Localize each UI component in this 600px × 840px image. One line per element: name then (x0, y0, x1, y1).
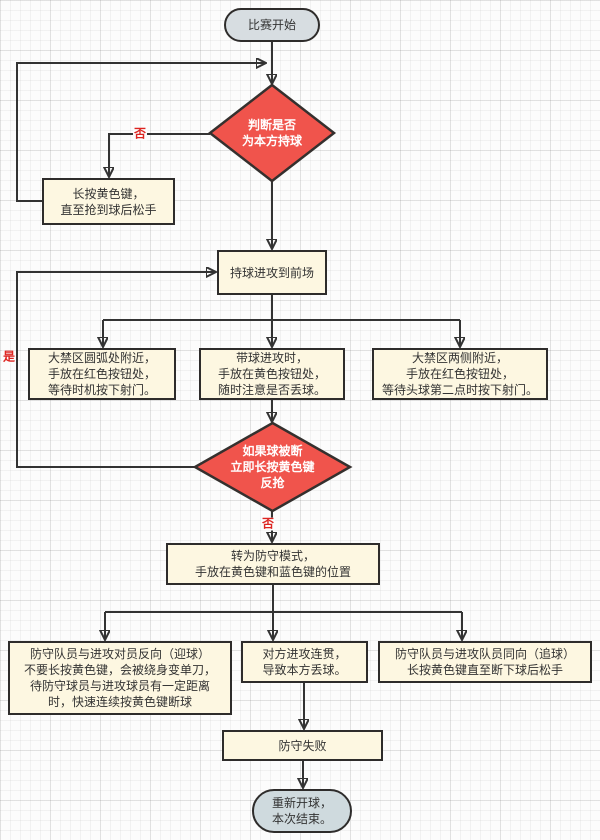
decision-intercepted-text: 如果球被断 立即长按黄色键 反抢 (230, 444, 315, 490)
node-start: 比赛开始 (224, 8, 320, 42)
decision-intercepted-shape (192, 421, 353, 513)
node-defense-lost: 对方进攻连贯， 导致本方丢球。 (241, 641, 368, 683)
node-defense-chase: 防守队员与进攻队员同向（追球） 长按黄色键直至断下球后松手 (378, 641, 592, 683)
edge-decision1-no-to-steal (109, 133, 210, 176)
node-defense-failed: 防守失败 (222, 730, 383, 761)
node-defense-facing: 防守队员与进攻对员反向（迎球） 不要长按黄色键，会被绕身变单刀， 待防守球员与进… (8, 641, 232, 715)
node-advance: 持球进攻到前场 (217, 250, 327, 295)
decision-possession-text: 判断是否 为本方持球 (241, 118, 302, 148)
label-yes-left: 是 (1, 349, 17, 364)
edge-steal-loop-to-main (16, 63, 265, 202)
node-attack-sides: 大禁区两侧附近， 手放在红色按钮处， 等待头球第二点时按下射门。 (372, 348, 548, 400)
node-attack-arc: 大禁区圆弧处附近， 手放在红色按钮处， 等待时机按下射门。 (28, 348, 176, 400)
label-no-bottom: 否 (260, 516, 276, 531)
decision-possession-shape (207, 83, 337, 183)
label-no-top: 否 (132, 126, 148, 141)
node-defense-mode: 转为防守模式， 手放在黄色键和蓝色键的位置 (166, 543, 380, 585)
node-steal: 长按黄色键， 直至抢到球后松手 (42, 178, 175, 225)
node-attack-dribble: 带球进攻时， 手放在黄色按钮处， 随时注意是否丢球。 (199, 348, 345, 400)
node-end: 重新开球， 本次结束。 (252, 789, 352, 833)
edge-decision2-yes-to-advance (16, 272, 215, 468)
